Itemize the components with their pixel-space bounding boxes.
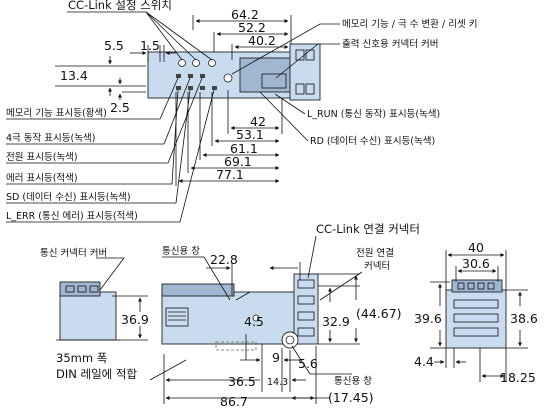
dim-4-5: 4.5 <box>244 314 264 329</box>
power-indicator-label: 전원 표시등(녹색) <box>6 152 78 163</box>
dim-1-5: 1.5 <box>140 38 160 53</box>
cc-link-connector-label: CC-Link 연결 커넥터 <box>316 222 420 236</box>
dim-32-9: 32.9 <box>322 314 350 329</box>
top-view: CC-Link 설정 스위치 메모리 기능 / 극 수 변환 / 리셋 키 출력… <box>6 0 477 223</box>
l-err-indicator-label: L_ERR (통신 에러) 표시등(적색) <box>6 210 138 222</box>
din-note-1: 35mm 폭 <box>56 351 107 365</box>
comm-window-bottom-label: 통신용 창 <box>334 376 372 387</box>
top-connector-block <box>239 57 297 93</box>
dim-2-5: 2.5 <box>110 100 130 115</box>
four-pole-indicator-label: 4극 동작 표시등(녹색) <box>6 133 95 144</box>
memory-indicator-label: 메모리 기능 표시등(황색) <box>6 108 107 119</box>
power-connector-label-2: 커넥터 <box>364 261 390 272</box>
dim-5-5: 5.5 <box>104 38 124 53</box>
top-terminal-block <box>289 43 321 101</box>
dim-61-1: 61.1 <box>230 141 258 156</box>
dim-36-9: 36.9 <box>121 312 149 327</box>
memory-key-label: 메모리 기능 / 극 수 변환 / 리셋 키 <box>342 18 477 30</box>
dim-36-5: 36.5 <box>228 374 256 389</box>
dim-17-45: (17.45) <box>328 390 374 405</box>
dim-40-2: 40.2 <box>248 33 276 48</box>
dim-22-8: 22.8 <box>210 252 238 267</box>
dim-44-67: (44.67) <box>356 306 402 321</box>
rd-indicator-label: RD (데이터 수신) 표시등(녹색) <box>310 136 435 147</box>
dim-38-6: 38.6 <box>510 311 538 326</box>
dim-86-7: 86.7 <box>220 394 248 409</box>
cc-link-switch-label: CC-Link 설정 스위치 <box>68 0 172 12</box>
front-view: 통신용 창 22.8 CC-Link 연결 커넥터 전원 연결 커넥터 4.5 … <box>161 222 420 409</box>
comm-connector-cover-label: 통신 커넥터 커버 <box>40 248 107 259</box>
dim-13-4: 13.4 <box>60 68 88 83</box>
dim-4-4: 4.4 <box>414 354 434 369</box>
dim-18-25: 18.25 <box>500 370 536 385</box>
dim-53-1: 53.1 <box>236 127 264 142</box>
side-view: 40 30.6 39.6 38.6 4.4 18.25 <box>414 240 538 385</box>
left-module-body <box>59 291 117 341</box>
dim-77-1: 77.1 <box>216 167 244 182</box>
dim-14-3: 14.3 <box>267 377 288 388</box>
dim-30-6: 30.6 <box>462 256 490 271</box>
front-module-body <box>161 291 303 345</box>
dim-52-2: 52.2 <box>238 20 266 35</box>
dim-40: 40 <box>468 240 484 255</box>
error-indicator-label: 에러 표시등(적색) <box>6 172 78 184</box>
din-note-2: DIN 레일에 적합 <box>56 367 137 381</box>
dim-9: 9 <box>272 350 280 365</box>
dim-64-2: 64.2 <box>231 7 259 22</box>
comm-window-label: 통신용 창 <box>162 246 200 257</box>
left-view: 통신 커넥터 커버 36.9 35mm 폭 DIN 레일에 적합 <box>40 248 187 381</box>
side-module-body <box>445 289 507 349</box>
power-connector-label-1: 전원 연결 <box>356 248 394 259</box>
l-run-indicator-label: L_RUN (통신 동작) 표시등(녹색) <box>307 109 440 120</box>
dim-42: 42 <box>250 114 266 129</box>
output-connector-cover-label: 출력 신호용 커넥터 커버 <box>342 38 438 50</box>
dim-69-1: 69.1 <box>224 154 252 169</box>
sd-indicator-label: SD (데이터 수신) 표시등(녹색) <box>6 192 131 203</box>
dim-5-6: 5.6 <box>298 356 318 371</box>
dim-39-6: 39.6 <box>414 311 442 326</box>
